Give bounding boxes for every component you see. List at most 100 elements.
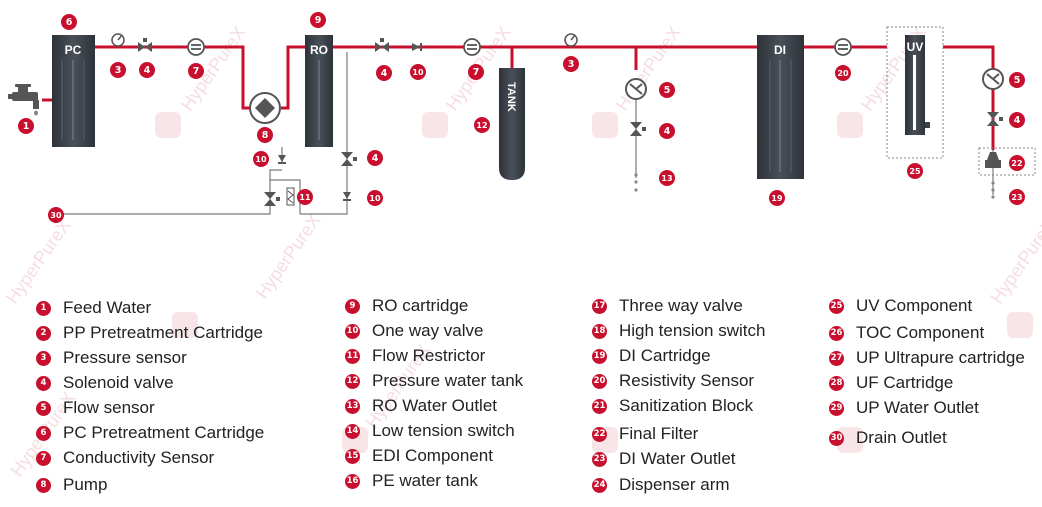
ro-outlet-drops (634, 173, 638, 192)
svg-text:30: 30 (50, 211, 62, 220)
legend-number-badge: 6 (36, 425, 51, 441)
legend-number-badge: 17 (592, 298, 607, 314)
legend-number-badge: 28 (829, 375, 844, 391)
legend-item-19: 19 DI Cartridge (592, 346, 711, 366)
marker-22: 22 (1009, 155, 1025, 171)
marker-3: 3 (563, 56, 579, 72)
marker-25: 25 (907, 163, 923, 179)
svg-text:10: 10 (369, 194, 381, 203)
legend-label: UP Water Outlet (856, 398, 979, 417)
watermark-text: HyperPureX (177, 23, 250, 115)
legend-label: Flow Restrictor (372, 346, 486, 365)
legend-label: Solenoid valve (63, 373, 174, 392)
legend-item-4: 4 Solenoid valve (36, 373, 174, 393)
legend-number-badge: 23 (592, 451, 607, 467)
svg-text:9: 9 (315, 15, 322, 26)
svg-text:3: 3 (115, 65, 122, 76)
ro-label: RO (310, 43, 328, 57)
watermark-text: HyperPureX (987, 216, 1042, 308)
di-label: DI (774, 43, 786, 57)
legend-label: RO Water Outlet (372, 396, 498, 415)
svg-text:7: 7 (473, 67, 480, 78)
legend-item-12: 12 Pressure water tank (345, 371, 523, 391)
tank-label: TANK (505, 82, 517, 112)
flow-sensor-icon (625, 68, 1004, 100)
legend-number-badge: 30 (829, 430, 844, 446)
legend-number-badge: 1 (36, 300, 51, 316)
legend-number-badge: 20 (592, 373, 607, 389)
pressure-sensor-icon (111, 33, 578, 47)
legend-number-badge: 9 (345, 298, 360, 314)
marker-23: 23 (1009, 189, 1025, 205)
legend-label: UF Cartridge (856, 373, 954, 392)
legend-label: Low tension switch (372, 421, 515, 440)
legend-number-badge: 15 (345, 448, 360, 464)
legend-label: High tension switch (619, 321, 766, 340)
legend-label: DI Cartridge (619, 346, 711, 365)
watermark-text: HyperPureX (252, 211, 325, 303)
svg-text:20: 20 (837, 69, 849, 78)
marker-11: 11 (297, 189, 313, 205)
svg-text:25: 25 (909, 167, 921, 176)
uv-label: UV (907, 40, 924, 54)
legend-label: Sanitization Block (619, 396, 754, 415)
svg-text:3: 3 (568, 59, 575, 70)
marker-4: 4 (139, 62, 155, 78)
svg-text:8: 8 (262, 130, 269, 141)
marker-20: 20 (835, 65, 851, 81)
legend-number-badge: 19 (592, 348, 607, 364)
marker-10: 10 (253, 151, 269, 167)
conductivity-sensor-icon (187, 38, 852, 56)
pressure-tank: TANK (499, 68, 525, 180)
legend-label: Drain Outlet (856, 428, 947, 447)
legend-number-badge: 3 (36, 350, 51, 366)
watermark-text: HyperPureX (2, 216, 75, 308)
marker-10: 10 (367, 190, 383, 206)
legend-item-28: 28 UF Cartridge (829, 373, 953, 393)
legend-label: Pressure water tank (372, 371, 524, 390)
marker-9: 9 (310, 12, 326, 28)
watermark-layer (155, 112, 1033, 453)
legend-label: PC Pretreatment Cartridge (63, 423, 265, 442)
marker-4: 4 (367, 150, 383, 166)
legend-number-badge: 12 (345, 373, 360, 389)
legend-label: Dispenser arm (619, 475, 730, 494)
legend-label: Conductivity Sensor (63, 448, 215, 467)
marker-5: 5 (1009, 72, 1025, 88)
legend-number-badge: 29 (829, 400, 844, 416)
marker-7: 7 (188, 63, 204, 79)
legend-item-11: 11 Flow Restrictor (345, 346, 485, 366)
legend-number-badge: 21 (592, 398, 607, 414)
flow-restrictor-icon (286, 187, 295, 206)
legend-number-badge: 11 (345, 348, 360, 364)
marker-4: 4 (376, 65, 392, 81)
svg-text:5: 5 (664, 85, 671, 96)
legend-label: DI Water Outlet (619, 449, 736, 468)
legend-number-badge: 7 (36, 450, 51, 466)
ro-cartridge: RO (305, 35, 333, 147)
legend-label: One way valve (372, 321, 484, 340)
legend-number-badge: 14 (345, 423, 360, 439)
legend-item-21: 21 Sanitization Block (592, 396, 753, 416)
svg-text:4: 4 (1014, 115, 1021, 126)
legend-item-14: 14 Low tension switch (345, 421, 515, 441)
svg-text:6: 6 (66, 17, 73, 28)
svg-text:11: 11 (299, 193, 311, 202)
watermark-text: HyperPureX (612, 23, 685, 115)
legend-number-badge: 18 (592, 323, 607, 339)
legend-label: PP Pretreatment Cartridge (63, 323, 263, 342)
legend-number-badge: 4 (36, 375, 51, 391)
legend-number-badge: 16 (345, 473, 360, 489)
